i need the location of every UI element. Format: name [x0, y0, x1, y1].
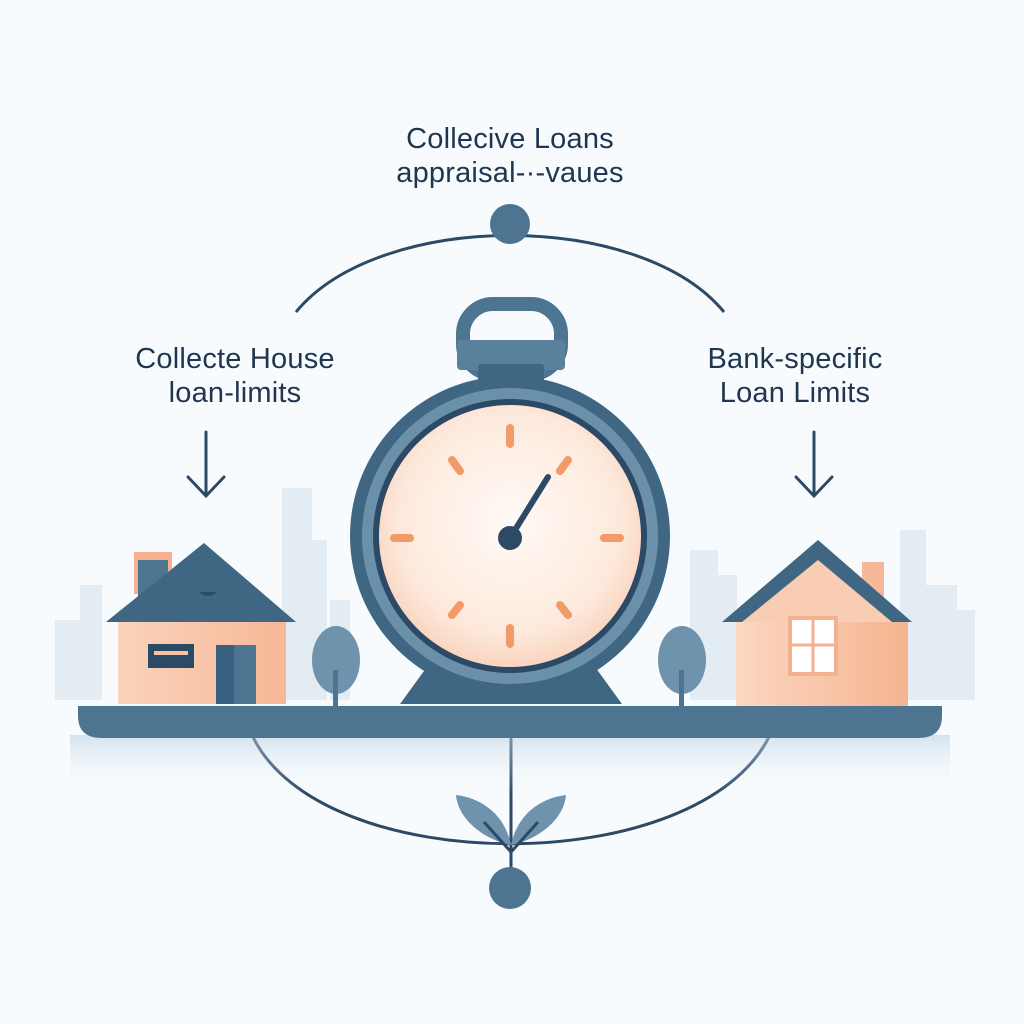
top-node-dot-icon: [490, 204, 530, 244]
arrow-down-icon-left: [186, 430, 226, 499]
label-right-line1: Bank-specific: [707, 343, 883, 375]
base-platform: [78, 706, 942, 738]
label-left-line1: Collecte House: [135, 343, 335, 375]
house-left-icon: [106, 543, 296, 704]
stopwatch-icon: [350, 297, 670, 704]
label-top-line2: appraisal-·-vaues: [396, 157, 624, 189]
ground-shadow: [70, 735, 950, 795]
tree-icon-right: [658, 626, 706, 706]
house-right-icon: [722, 540, 912, 706]
label-top: Collecive Loans appraisal-·-vaues: [340, 122, 680, 190]
arrow-down-icon-right: [794, 430, 834, 499]
tree-icon-left: [312, 626, 360, 706]
bottom-node-dot-icon: [489, 867, 531, 909]
label-right: Bank-specific Loan Limits: [650, 342, 940, 410]
city-skyline: [55, 488, 975, 700]
sprout-icon: [456, 795, 566, 855]
label-right-line2: Loan Limits: [719, 377, 871, 409]
label-left: Collecte House loan-limits: [90, 342, 380, 410]
label-top-line1: Collecive Loans: [406, 123, 614, 155]
label-left-line2: loan-limits: [168, 377, 302, 409]
